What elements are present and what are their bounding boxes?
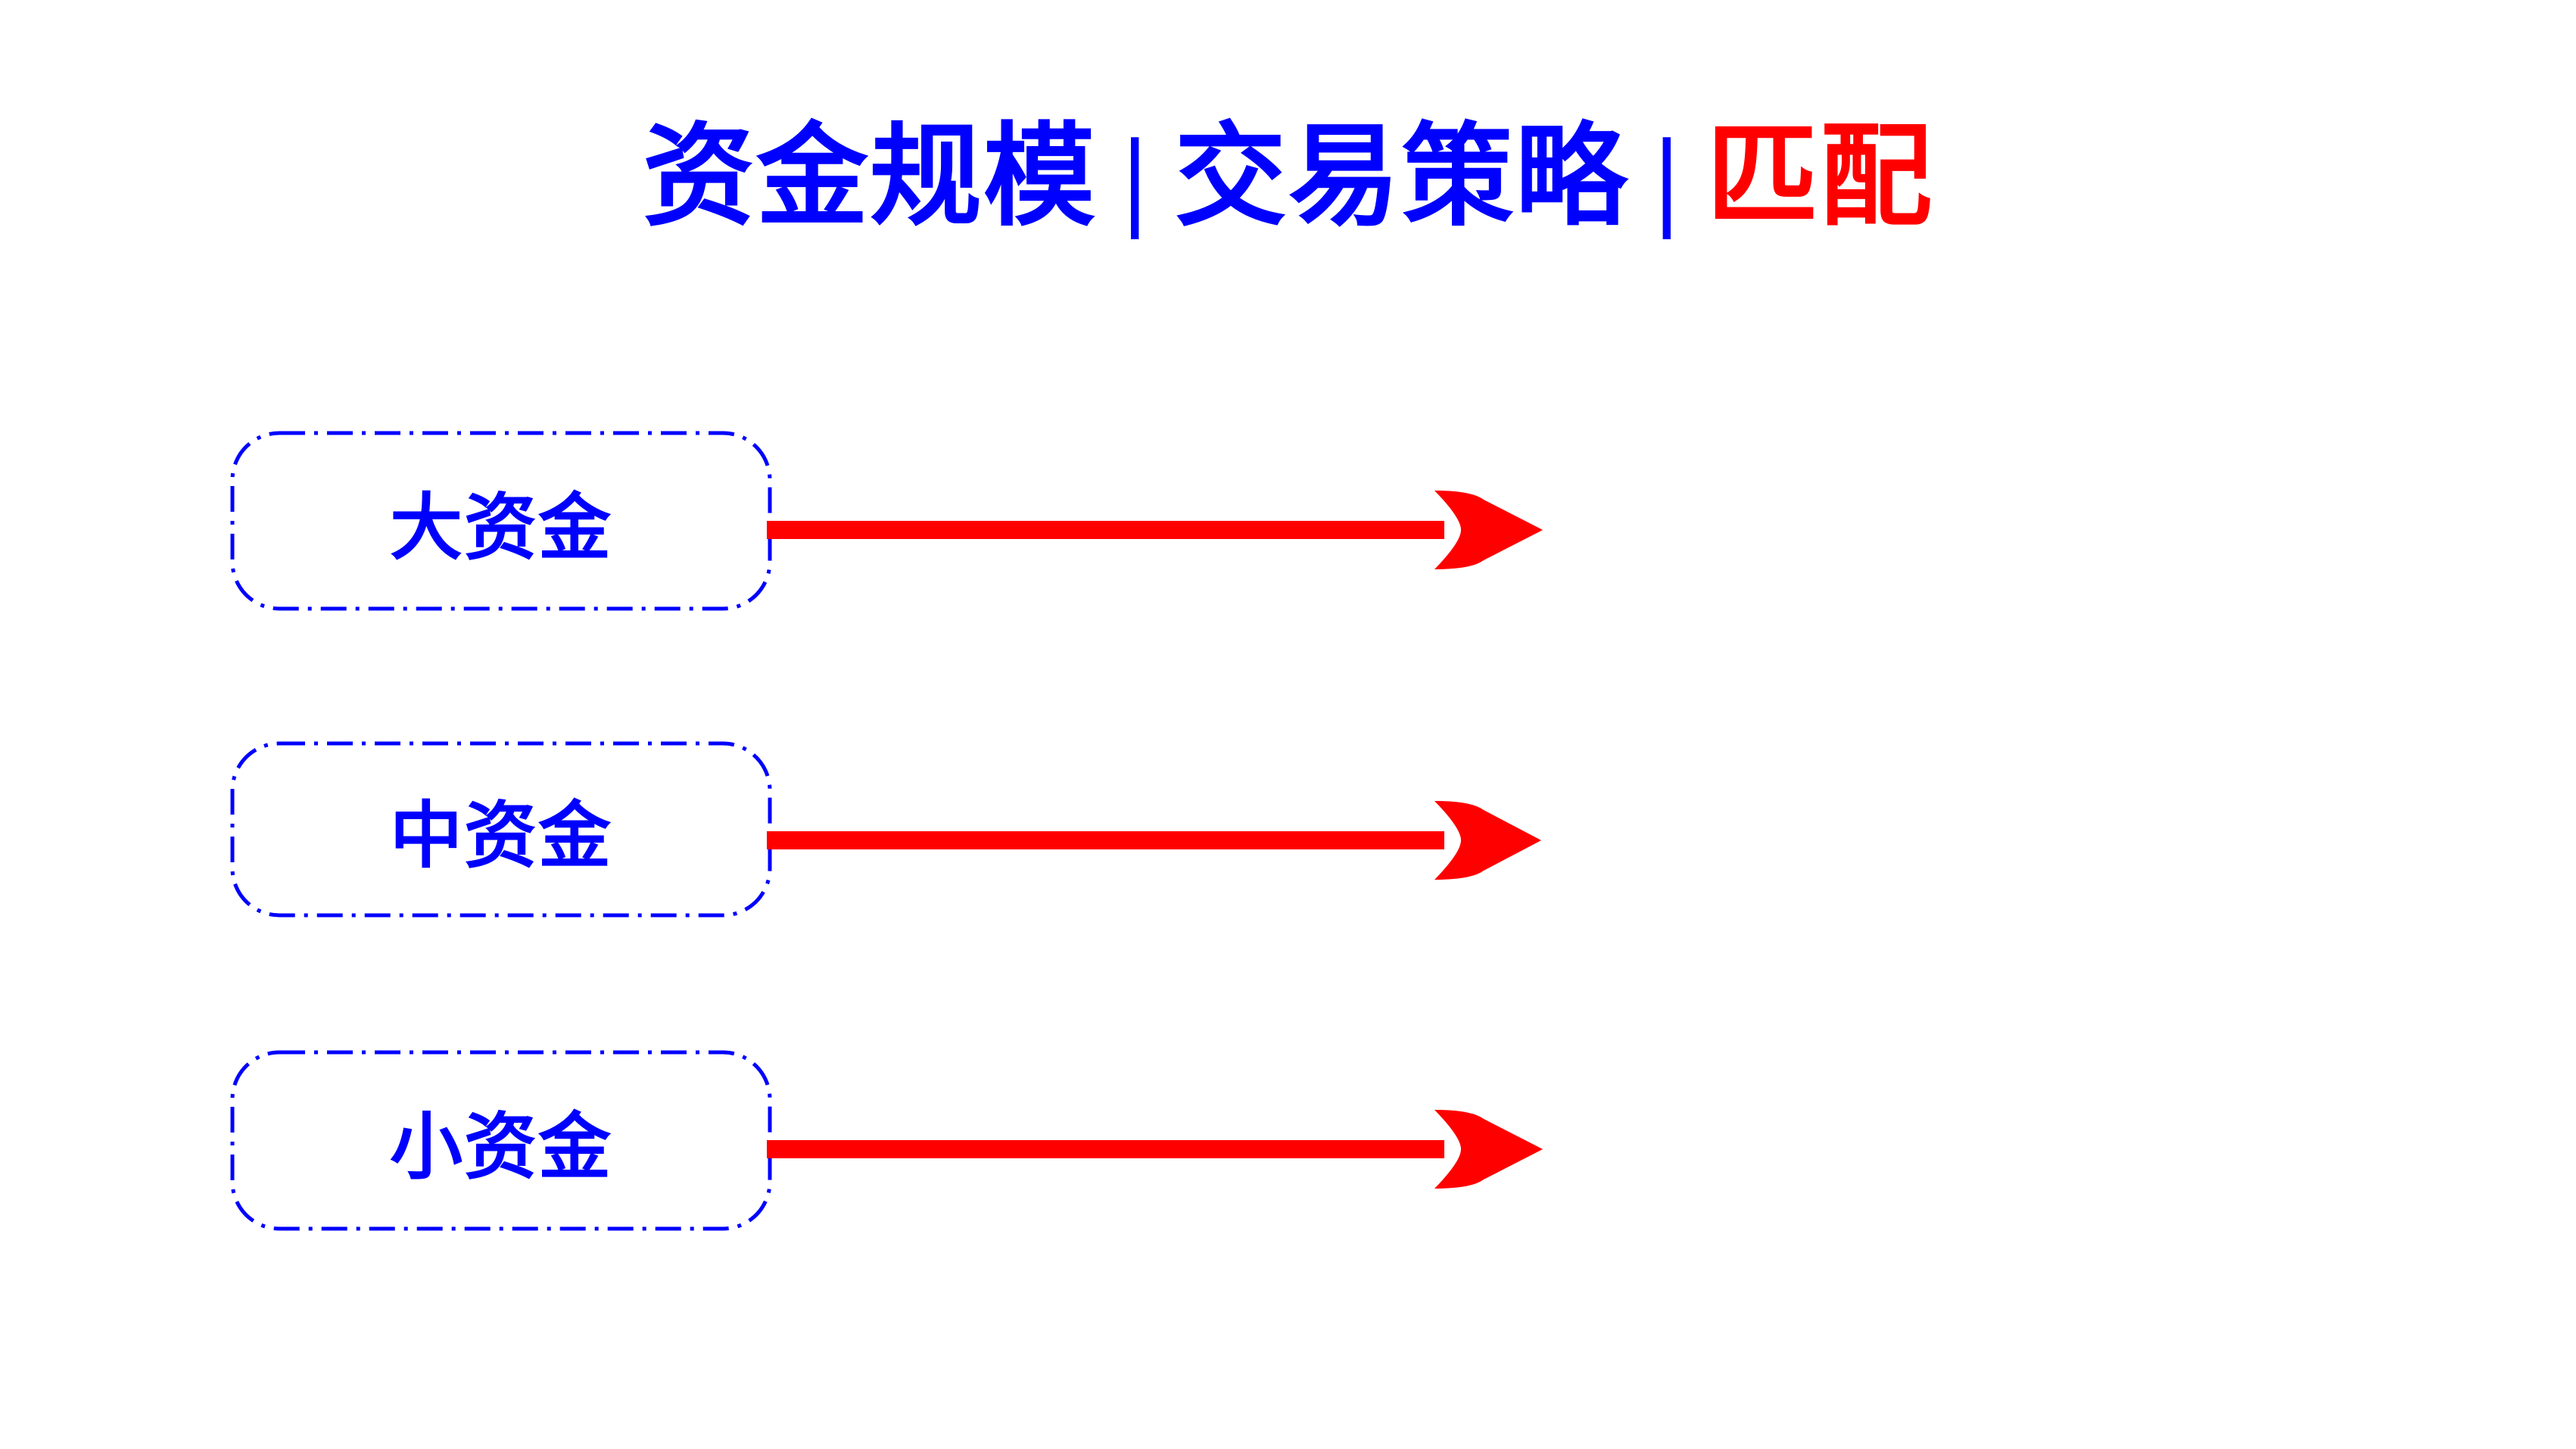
title-separator-1: |: [1122, 116, 1149, 240]
fund-box-large-label: 大资金: [390, 487, 612, 569]
title-segment-trading-strategy: 交易策略: [1174, 116, 1629, 240]
fund-box-medium-label: 中资金: [390, 796, 612, 877]
fund-box-medium[interactable]: 中资金: [230, 741, 772, 918]
arrow-medium-fund: [767, 801, 1541, 880]
page-title: 资金规模|交易策略|匹配: [0, 106, 2576, 250]
fund-box-small[interactable]: 小资金: [230, 1050, 772, 1231]
fund-box-large-border: [230, 431, 772, 611]
arrow-large-fund: [767, 491, 1543, 569]
fund-box-small-label: 小资金: [390, 1107, 612, 1188]
title-segment-fund-scale: 资金规模: [642, 116, 1097, 240]
title-segment-match: 匹配: [1706, 116, 1934, 240]
title-separator-2: |: [1654, 116, 1681, 240]
arrow-small-fund: [767, 1110, 1543, 1189]
fund-box-small-border: [230, 1050, 772, 1231]
fund-box-large[interactable]: 大资金: [230, 431, 772, 611]
